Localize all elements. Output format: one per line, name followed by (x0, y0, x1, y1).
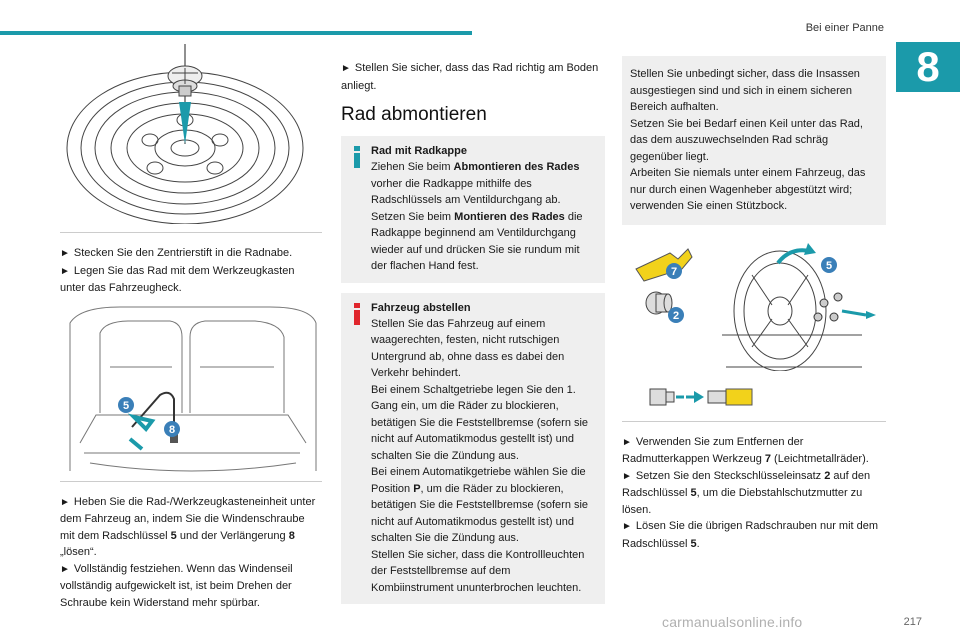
info-box-hubcap: Rad mit Radkappe Ziehen Sie beim Abmonti… (341, 136, 605, 283)
chapter-number-tab: 8 (896, 42, 960, 92)
info-icon (351, 146, 363, 168)
instruction-step: ►Verwenden Sie zum Entfernen der Radmutt… (622, 435, 869, 466)
instruction-step: ►Setzen Sie den Steckschlüsseleinsatz 2 … (622, 469, 871, 516)
chapter-title: Bei einer Panne (805, 22, 884, 34)
arrow-right-icon: ► (60, 563, 70, 575)
page-number: 217 (903, 616, 922, 628)
warning-box-parking: Fahrzeug abstellen Stellen Sie das Fahrz… (341, 292, 605, 604)
socket-insert-illustration (649, 388, 753, 405)
instruction-step: ►Stecken Sie den Zentrierstift in die Ra… (60, 247, 293, 259)
warning-icon (351, 302, 363, 325)
badge-7: 7 (671, 266, 677, 278)
insert-arrow-icon (179, 102, 191, 144)
arrow-right-icon: ► (622, 470, 632, 482)
instruction-step: ►Legen Sie das Rad mit dem Werkzeugkaste… (60, 264, 295, 295)
divider (622, 420, 886, 422)
badge-8: 8 (169, 424, 175, 436)
spare-wheel-illustration (66, 44, 304, 224)
arrow-right-icon: ► (60, 496, 70, 508)
instruction-step: ►Lösen Sie die übrigen Radschrauben nur … (622, 520, 879, 550)
arrow-right-icon: ► (60, 265, 70, 277)
section-heading: Rad abmontieren (341, 104, 487, 125)
watermark: carmanualsonline.info (662, 614, 803, 630)
arrow-right-icon: ► (60, 248, 70, 259)
wheel-removal-illustration: 7 2 5 (635, 242, 876, 371)
badge-5: 5 (123, 400, 129, 412)
safety-notice-panel: Stellen Sie unbedingt sicher, dass die I… (622, 56, 886, 225)
column-right: Stellen Sie unbedingt sicher, dass die I… (622, 56, 886, 552)
instruction-step: ►Heben Sie die Rad-/Werkzeugkasteneinhei… (60, 495, 316, 559)
column-middle: ►Stellen Sie sicher, dass das Rad richti… (341, 60, 605, 614)
badge-2: 2 (673, 310, 679, 322)
arrow-right-icon: ► (622, 436, 632, 448)
divider (60, 232, 322, 233)
badge-5: 5 (826, 260, 832, 272)
arrow-right-icon: ► (341, 63, 351, 74)
instruction-step: ►Vollständig festziehen. Wenn das Winden… (60, 562, 293, 609)
instruction-step: ►Stellen Sie sicher, dass das Rad richti… (341, 62, 599, 92)
header-accent-bar (0, 31, 472, 35)
arrow-right-icon: ► (622, 521, 632, 532)
trunk-winch-illustration: 5 8 (69, 306, 317, 471)
column-left: ►Stecken Sie den Zentrierstift in die Ra… (60, 40, 322, 611)
divider (60, 480, 322, 482)
